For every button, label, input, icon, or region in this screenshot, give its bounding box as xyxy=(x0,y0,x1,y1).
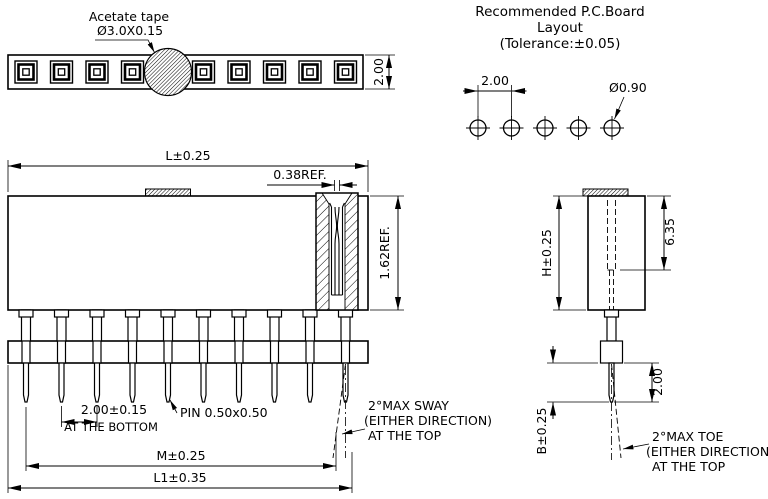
contact-depth-dim-label: 1.62REF. xyxy=(377,226,392,280)
pcb-title-line2: Layout xyxy=(537,20,583,36)
drill-holes xyxy=(465,115,625,141)
sway-note-line2: (EITHER DIRECTION) xyxy=(364,413,492,428)
height-dim-label: H±0.25 xyxy=(539,229,554,277)
tail-length-dim-label: 2.00 xyxy=(650,368,665,396)
pcb-layout-view: Recommended P.C.Board Layout (Tolerance:… xyxy=(463,4,647,141)
tape-edge-front xyxy=(145,188,191,197)
top-depth-dim-label: 6.35 xyxy=(662,218,677,246)
hole-diameter-callout: Ø0.90 xyxy=(609,80,647,120)
tape-thickness-dim-label: 2.00 xyxy=(371,58,386,86)
sway-note-line1: 2°MAX SWAY xyxy=(368,398,449,413)
slot-width-dimension: 0.38REF. xyxy=(267,167,357,191)
slot-width-dim-label: 0.38REF. xyxy=(273,167,327,182)
contact-section-cutaway xyxy=(315,192,359,311)
pcb-tolerance-label: (Tolerance:±0.05) xyxy=(500,36,621,52)
tape-leader-line xyxy=(95,39,155,53)
hole-diameter-label: Ø0.90 xyxy=(609,80,647,95)
m-dim-label: M±0.25 xyxy=(156,448,205,463)
hole-pitch-dim-label: 2.00 xyxy=(481,73,509,88)
tape-thickness-dimension: 2.00 xyxy=(365,54,395,90)
toe-note-line2: (EITHER DIRECTION) xyxy=(646,444,768,459)
top-depth-dimension: 6.35 xyxy=(620,195,677,271)
insulator-body-front xyxy=(7,195,369,311)
acetate-tape-label: Acetate tape xyxy=(89,9,170,24)
pin-size-callout: PIN 0.50x0.50 xyxy=(169,399,268,420)
tape-diameter-label: Ø3.0X0.15 xyxy=(97,23,163,38)
b-dimension: B±0.25 xyxy=(534,346,609,454)
insulator-body-side xyxy=(587,195,646,311)
l1-dim-label: L1±0.35 xyxy=(153,470,206,485)
front-view: L±0.25 0.38REF. 1.62REF. 2.00±0.15 AT TH… xyxy=(7,148,492,493)
length-dim-label: L±0.25 xyxy=(165,148,210,163)
pin-pitch-note-label: AT THE BOTTOM xyxy=(64,420,158,434)
toe-envelope xyxy=(611,363,650,460)
receptacle-contact xyxy=(329,202,345,296)
tape-edge-side xyxy=(582,188,629,197)
top-view: Acetate tape Ø3.0X0.15 2.00 xyxy=(7,9,395,97)
hole-pitch-dimension: 2.00 xyxy=(463,73,527,117)
pcb-title-line1: Recommended P.C.Board xyxy=(475,4,644,20)
sway-note-line3: AT THE TOP xyxy=(368,428,442,443)
b-dim-label: B±0.25 xyxy=(534,408,549,455)
toe-note-line1: 2°MAX TOE xyxy=(652,429,724,444)
pin-size-label: PIN 0.50x0.50 xyxy=(180,405,268,420)
pin-assembly-side xyxy=(599,309,624,403)
pin-pitch-dimension: 2.00±0.15 AT THE BOTTOM xyxy=(61,402,158,434)
height-dimension: H±0.25 xyxy=(539,195,586,311)
sway-envelope xyxy=(332,363,366,459)
pin-pitch-dim-label: 2.00±0.15 xyxy=(81,402,147,417)
hidden-contact-lines xyxy=(607,200,616,310)
tail-length-dimension: 2.00 xyxy=(614,362,665,403)
contact-depth-dimension: 1.62REF. xyxy=(370,195,404,311)
length-dimension: L±0.25 xyxy=(7,148,369,192)
toe-note-line3: AT THE TOP xyxy=(652,459,726,474)
l1-dimension: L1±0.35 xyxy=(7,365,353,493)
m-dimension: M±0.25 xyxy=(25,407,337,471)
side-view: H±0.25 6.35 2.00 B±0.25 xyxy=(534,188,768,474)
acetate-tape-disc xyxy=(143,47,193,97)
